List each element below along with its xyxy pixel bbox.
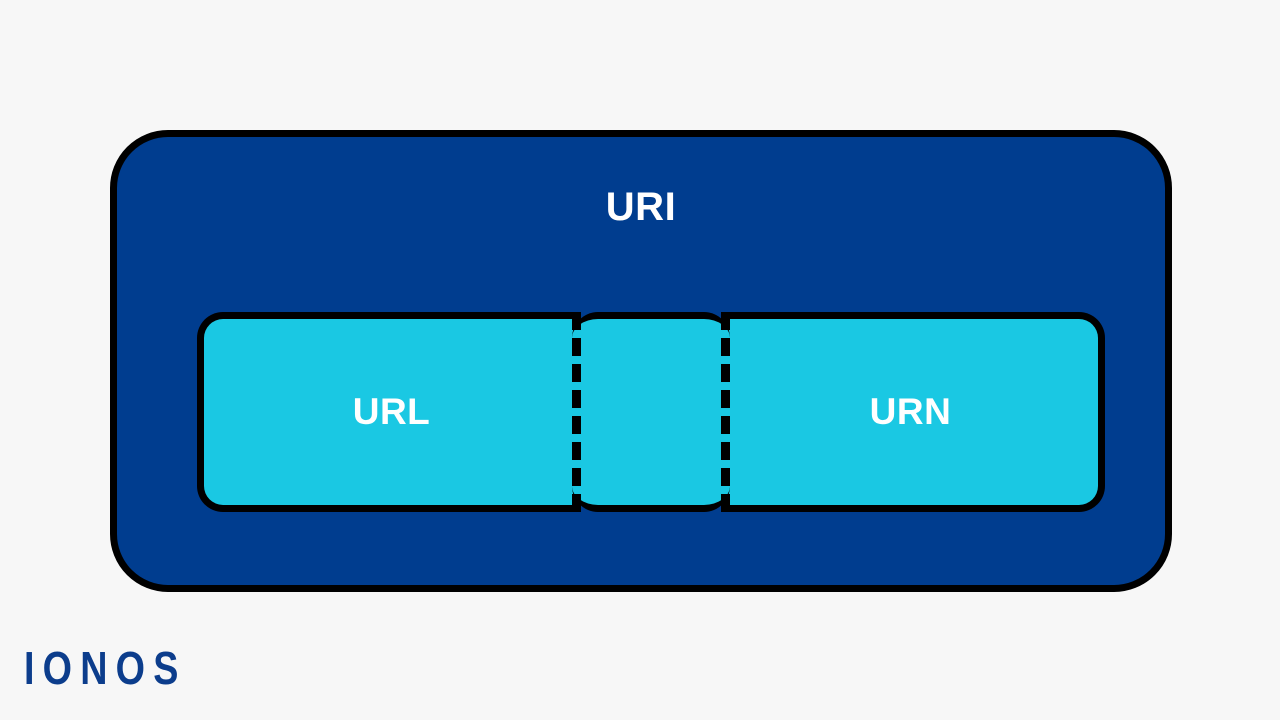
url-box: URL [197,312,579,512]
url-label: URL [352,391,431,432]
overlap-right-dashed-divider [721,312,730,512]
uri-outer-box: URI URL URN [110,130,1172,592]
urn-box: URN [723,312,1105,512]
url-urn-overlap-box [572,312,730,512]
urn-label: URN [869,391,952,432]
uri-label: URI [605,185,677,229]
inner-box-band: URL URN [197,312,1105,512]
overlap-left-dashed-divider [572,312,581,512]
ionos-logo: IONOS [24,642,187,694]
